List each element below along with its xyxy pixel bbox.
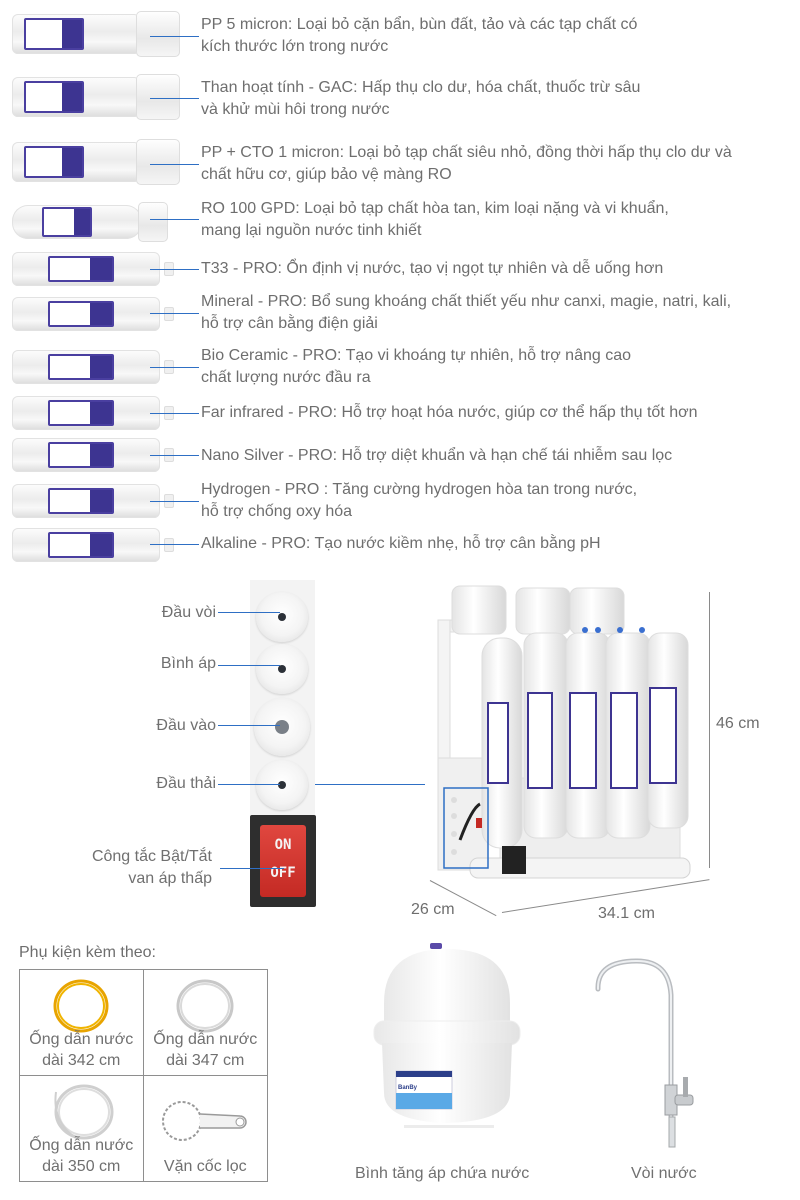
filter-description: Than hoạt tính - GAC: Hấp thụ clo dư, hó… bbox=[201, 79, 641, 118]
switch-on-text: ON bbox=[274, 837, 292, 853]
label-waste-outlet: Đầu thải bbox=[156, 775, 216, 792]
water-purifier-machine bbox=[420, 578, 710, 898]
filter-description: Mineral - PRO: Bổ sung khoáng chất thiết… bbox=[201, 293, 732, 332]
filter-wrench-icon bbox=[162, 1100, 247, 1141]
yellow-tube-coil-icon bbox=[53, 979, 109, 1033]
accessories-grid: Ống dẫn nước dài 342 cm Ống dẫn nước dài… bbox=[19, 969, 268, 1182]
depth-dimension-label: 26 cm bbox=[411, 901, 455, 918]
port-pressure-tank bbox=[256, 644, 308, 694]
leader-line bbox=[150, 501, 199, 502]
filter-description: Nano Silver - PRO: Hỗ trợ diệt khuẩn và … bbox=[201, 447, 673, 464]
switch-off-text: OFF bbox=[270, 865, 296, 881]
filter-description: Far infrared - PRO: Hỗ trợ hoạt hóa nước… bbox=[201, 404, 698, 421]
accessory-item: Ống dẫn nước dài 350 cm bbox=[20, 1075, 144, 1181]
port-faucet-outlet bbox=[256, 592, 308, 642]
leader-line bbox=[218, 784, 280, 785]
accessory-item: Ống dẫn nước dài 347 cm bbox=[143, 970, 267, 1076]
filter-description: Hydrogen - PRO : Tăng cường hydrogen hòa… bbox=[201, 481, 638, 520]
leader-line bbox=[150, 269, 199, 270]
leader-line bbox=[150, 98, 199, 99]
power-switch: ON OFF bbox=[250, 815, 316, 907]
filter-description: Bio Ceramic - PRO: Tạo vi khoáng tự nhiê… bbox=[201, 347, 632, 386]
leader-line bbox=[150, 367, 199, 368]
accessories-title: Phụ kiện kèm theo: bbox=[19, 944, 156, 961]
accessory-item: Vặn cốc lọc bbox=[144, 1076, 268, 1182]
height-dimension-line bbox=[709, 592, 710, 868]
filter-cartridge-image bbox=[12, 252, 174, 286]
filter-cartridge-image bbox=[12, 202, 168, 242]
leader-line bbox=[218, 725, 280, 726]
filter-description: Alkaline - PRO: Tạo nước kiềm nhẹ, hỗ tr… bbox=[201, 535, 601, 552]
port-waste-outlet bbox=[256, 760, 308, 810]
pressure-tank-image: BanBy bbox=[372, 943, 522, 1128]
label-faucet-outlet: Đầu vòi bbox=[161, 604, 216, 621]
leader-line-to-machine bbox=[315, 784, 425, 785]
filter-cartridge-image bbox=[12, 350, 174, 384]
filter-cartridge-image bbox=[12, 139, 180, 185]
leader-line bbox=[150, 313, 199, 314]
pressure-tank-caption: Bình tăng áp chứa nước bbox=[355, 1165, 530, 1182]
tank-brand: BanBy bbox=[398, 1085, 418, 1091]
filter-description: PP + CTO 1 micron: Loại bỏ tạp chất siêu… bbox=[201, 144, 732, 183]
leader-line bbox=[218, 665, 280, 666]
filter-cartridge-image bbox=[12, 528, 174, 562]
purifier-illustration bbox=[437, 585, 691, 879]
accessory-item: Ống dẫn nước dài 342 cm bbox=[20, 970, 144, 1076]
switch-rocker: ON OFF bbox=[260, 825, 306, 897]
leader-line bbox=[150, 36, 199, 37]
leader-line bbox=[218, 612, 280, 613]
label-inlet: Đầu vào bbox=[156, 717, 216, 734]
width-dimension-label: 34.1 cm bbox=[598, 905, 655, 922]
leader-line bbox=[220, 868, 284, 869]
pressure-tank-illustration: BanBy bbox=[373, 943, 521, 1128]
filter-cartridge-image bbox=[12, 74, 180, 120]
filter-cartridge-image bbox=[12, 484, 174, 518]
faucet-image bbox=[595, 955, 705, 1155]
label-power-switch: Công tắc Bật/Tắt van áp thấp bbox=[91, 848, 212, 887]
clear-tube-coil-icon bbox=[176, 979, 234, 1033]
label-pressure-tank: Bình áp bbox=[160, 655, 216, 672]
port-inlet bbox=[254, 698, 310, 756]
leader-line bbox=[150, 455, 199, 456]
filter-description: RO 100 GPD: Loại bỏ tạp chất hòa tan, ki… bbox=[201, 200, 669, 239]
filter-cartridge-image bbox=[12, 438, 174, 472]
faucet-caption: Vòi nước bbox=[631, 1165, 697, 1182]
height-dimension-label: 46 cm bbox=[716, 715, 760, 732]
leader-line bbox=[150, 164, 199, 165]
filter-cartridge-image bbox=[12, 11, 180, 57]
filter-cartridge-image bbox=[12, 396, 174, 430]
filter-description: PP 5 micron: Loại bỏ cặn bẩn, bùn đất, t… bbox=[201, 16, 638, 55]
leader-line bbox=[150, 219, 199, 220]
clear-tube-coil-icon bbox=[54, 1084, 114, 1139]
filter-cartridge-image bbox=[12, 297, 174, 331]
leader-line bbox=[150, 544, 199, 545]
ports-panel bbox=[250, 580, 315, 815]
faucet-illustration bbox=[595, 958, 694, 1148]
leader-line bbox=[150, 413, 199, 414]
filter-description: T33 - PRO: Ổn định vị nước, tạo vị ngọt … bbox=[201, 260, 664, 277]
